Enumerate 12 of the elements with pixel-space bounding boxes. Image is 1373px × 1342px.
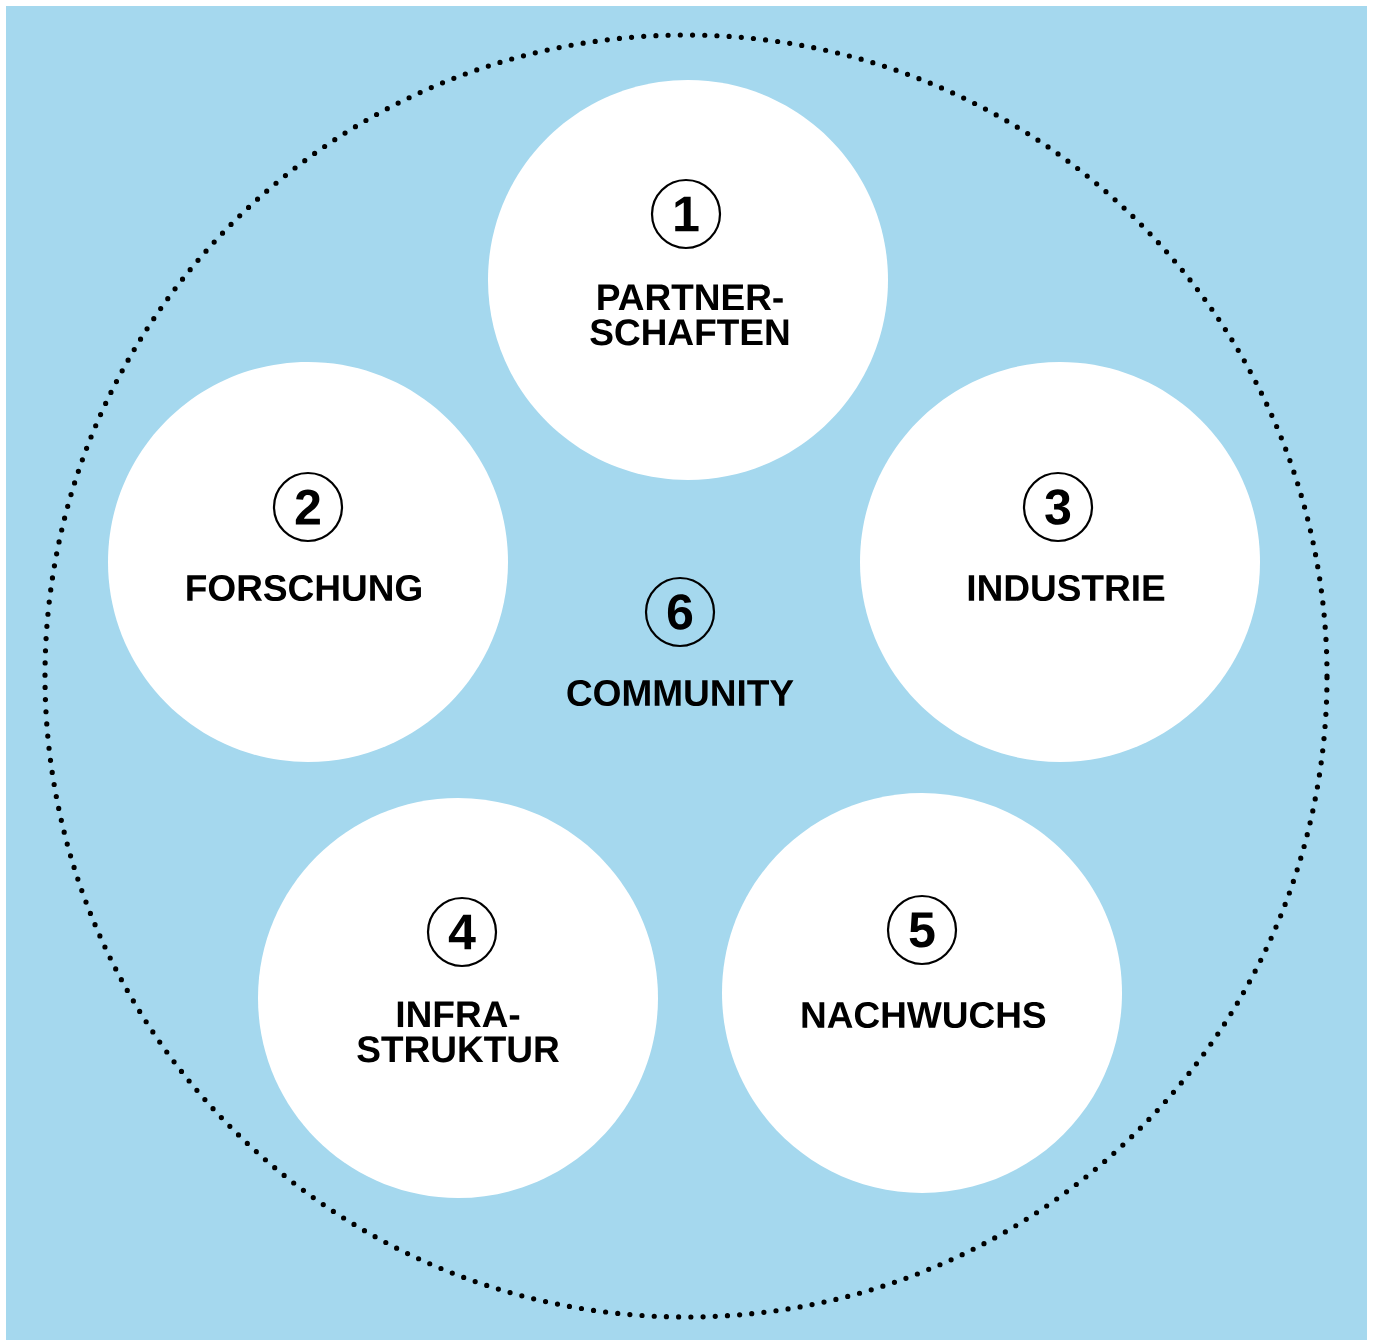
label: INFRA- STRUKTUR	[357, 1001, 559, 1063]
circle	[258, 798, 658, 1198]
label: COMMUNITY	[567, 679, 794, 707]
label: INDUSTRIE	[968, 574, 1165, 602]
dotted-circle	[42, 32, 1330, 1320]
label: NACHWUCHS	[802, 1001, 1046, 1029]
circle	[108, 362, 508, 762]
circle	[860, 362, 1260, 762]
label: PARTNER- SCHAFTEN	[590, 284, 789, 346]
label: FORSCHUNG	[187, 574, 421, 602]
circle	[488, 80, 888, 480]
circle	[722, 793, 1122, 1193]
